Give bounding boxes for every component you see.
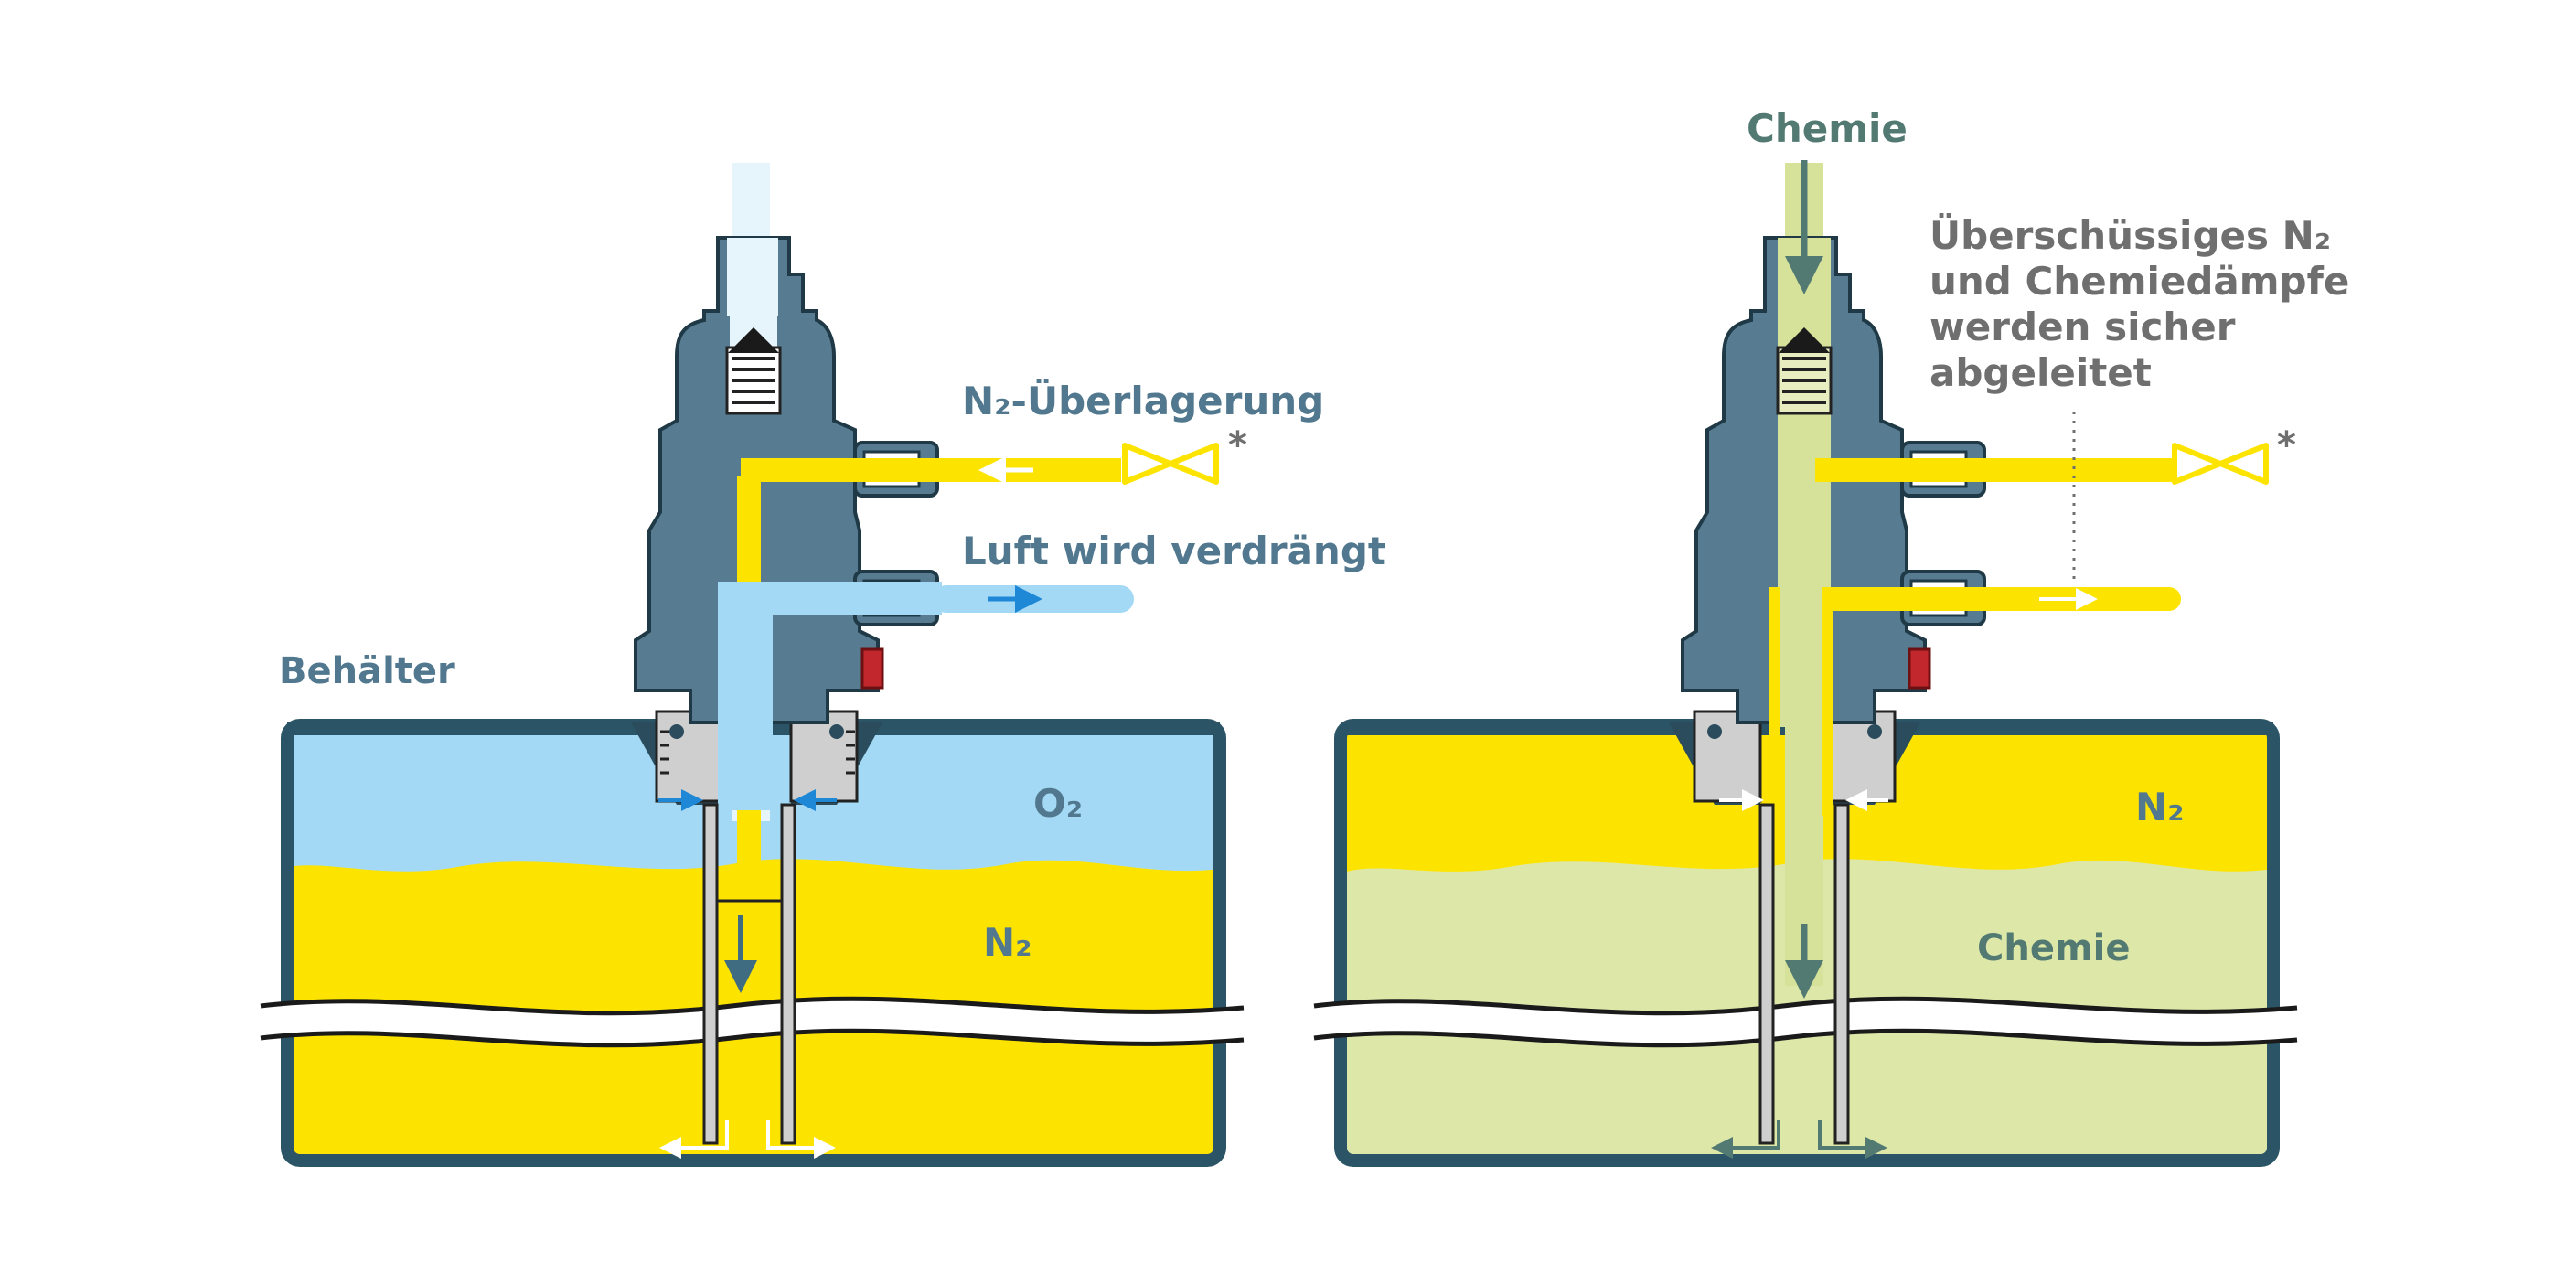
right-exhaust-label: Überschüssiges N₂ und Chemiedämpfe werde… — [1929, 212, 2363, 395]
left-red-plug — [860, 647, 884, 690]
left-check-valve-icon — [728, 327, 779, 353]
right-tank-break — [1313, 996, 2298, 1048]
right-exhaust-line-1: Überschüssiges N₂ — [1929, 212, 2331, 258]
right-valve-icon — [2172, 443, 2269, 485]
right-exhaust-line-2: und Chemiedämpfe — [1929, 259, 2349, 304]
right-check-valve-icon — [1779, 327, 1830, 353]
right-exhaust-line-4: abgeleitet — [1929, 350, 2152, 395]
right-chem-label: Chemie — [1977, 927, 2130, 969]
left-panel: Behälter N₂-Überlagerung Luft wird verdr… — [260, 163, 1386, 1167]
left-container-label: Behälter — [279, 650, 455, 692]
right-chem-in-label: Chemie — [1747, 106, 1908, 151]
right-sleeve — [1669, 710, 1920, 805]
right-n2-label: N₂ — [2135, 785, 2185, 829]
right-red-plug — [1908, 647, 1931, 690]
left-valve-mark: * — [1228, 424, 1247, 466]
left-o2-label: O₂ — [1033, 781, 1083, 826]
left-n2-label: N₂ — [983, 920, 1032, 965]
left-n2-supply-label: N₂-Überlagerung — [962, 378, 1324, 423]
right-panel: Chemie Überschüssiges N₂ und Chemiedämpf… — [1313, 106, 2363, 1167]
left-sleeve — [631, 710, 882, 805]
left-valve-icon — [1122, 443, 1219, 485]
left-tank-break — [260, 996, 1245, 1048]
right-exhaust-line-3: werden sicher — [1929, 305, 2236, 349]
left-air-out-label: Luft wird verdrängt — [962, 529, 1386, 573]
right-valve-mark: * — [2277, 424, 2296, 466]
